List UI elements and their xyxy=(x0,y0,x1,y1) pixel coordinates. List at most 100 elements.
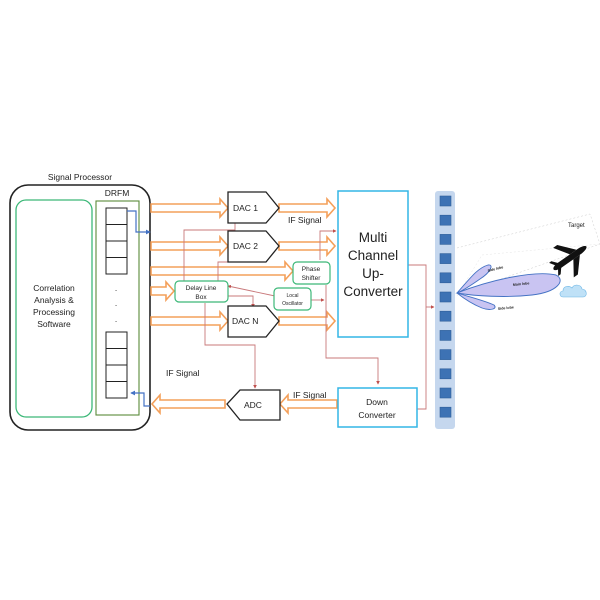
drfm-cell-bottom xyxy=(105,348,128,366)
down-converter: Down Converter xyxy=(337,387,418,428)
signal-processor-title: Signal Processor xyxy=(48,172,112,182)
antenna-element xyxy=(439,387,452,399)
delay-line-text-1: Delay Line xyxy=(186,285,217,292)
arrow-to-dac1 xyxy=(150,196,230,220)
adc: ADC xyxy=(226,389,281,421)
adc-label: ADC xyxy=(244,400,262,410)
antenna-array xyxy=(435,191,455,429)
drfm-ellipsis-2: · xyxy=(115,300,118,310)
lo-to-downconverter-line xyxy=(325,285,380,385)
delay-line-box: Delay Line Box xyxy=(174,280,229,303)
local-oscillator-text-1: Local xyxy=(287,293,299,299)
down-converter-text-2: Converter xyxy=(358,410,395,420)
antenna-element xyxy=(439,406,452,418)
target-label: Target xyxy=(568,223,585,229)
dac-n-label: DAC N xyxy=(232,316,258,326)
antenna-element xyxy=(439,253,452,264)
dac-2-label: DAC 2 xyxy=(233,241,258,251)
dac-n: DAC N xyxy=(227,305,280,338)
arrow-dac2-to-upconverter xyxy=(278,234,337,258)
up-converter-frame xyxy=(337,190,409,338)
beam-region-outline xyxy=(456,213,600,291)
arrow-downconverter-to-adc xyxy=(278,392,338,416)
drfm-cell-top xyxy=(105,207,128,225)
drfm-title: DRFM xyxy=(105,188,130,198)
side-lobe-lower-label: Side lobe xyxy=(498,305,514,311)
antenna-element xyxy=(439,272,452,284)
cloud-icon xyxy=(559,284,587,298)
side-lobe-lower xyxy=(456,292,496,310)
dac-2: DAC 2 xyxy=(227,230,280,263)
phase-shifter-frame xyxy=(292,261,331,285)
arrow-dacn-to-upconverter xyxy=(278,309,337,333)
software-line-3: Processing xyxy=(33,307,75,317)
drfm-memory-cells xyxy=(105,207,128,399)
antenna-element xyxy=(439,291,452,303)
antenna-element xyxy=(439,368,452,380)
drfm-output-wire xyxy=(127,210,151,235)
side-lobe-upper-label: Side lobe xyxy=(487,265,503,273)
adc-shape xyxy=(226,389,281,421)
drfm-cell-top xyxy=(105,257,128,275)
arrow-dac1-to-upconverter xyxy=(278,196,337,220)
beam-region-outline-2 xyxy=(456,243,600,297)
phase-shifter: Phase Shifter xyxy=(292,261,331,285)
drfm-cell-bottom xyxy=(105,331,128,349)
antenna-element xyxy=(439,310,452,322)
software-line-2: Analysis & xyxy=(34,295,74,305)
antenna-elements xyxy=(439,195,452,418)
main-lobe-label: Main lobe xyxy=(513,281,530,287)
antenna-element xyxy=(439,195,452,207)
delay-to-dac1-line xyxy=(183,219,237,287)
arrow-to-phase-shifter xyxy=(150,259,295,283)
up-converter-text-2: Channel xyxy=(348,248,398,263)
software-line-1: Correlation xyxy=(33,283,75,293)
multi-channel-up-converter: Multi Channel Up- Converter xyxy=(337,190,409,338)
lo-to-delay-line xyxy=(227,284,276,297)
if-signal-label-left: IF Signal xyxy=(166,368,200,378)
drfm-cell-top xyxy=(105,224,128,242)
array-feed-bus-line xyxy=(408,264,427,410)
signal-processor: Signal Processor Correlation Analysis & … xyxy=(9,172,151,431)
drfm-cell-bottom xyxy=(105,381,128,399)
dac-n-shape xyxy=(227,305,280,338)
phase-shifter-text-1: Phase xyxy=(302,266,321,273)
antenna-element xyxy=(439,349,452,360)
main-lobe xyxy=(455,273,561,297)
beam-pattern: Side lobe Main lobe Side lobe xyxy=(455,213,600,311)
antenna-element xyxy=(439,330,452,341)
delay-line-text-2: Box xyxy=(195,294,207,301)
drfm-ellipsis-3: · xyxy=(115,316,118,326)
local-oscillator-text-2: Oscillator xyxy=(282,301,303,307)
arrow-adc-to-processor xyxy=(150,392,226,416)
delay-to-adc-line xyxy=(204,303,257,389)
control-lines xyxy=(183,219,435,410)
signal-arrows xyxy=(150,196,338,416)
local-oscillator: Local Oscillator xyxy=(273,287,312,311)
arrow-to-dacn xyxy=(150,309,230,333)
up-converter-text-4: Converter xyxy=(343,284,403,299)
dac-1-shape xyxy=(227,191,280,224)
arrow-to-delay-line xyxy=(150,279,176,303)
up-converter-text-1: Multi xyxy=(359,230,388,245)
dac-1: DAC 1 xyxy=(227,191,280,224)
if-signal-label-bottom: IF Signal xyxy=(293,390,327,400)
aircraft-icon xyxy=(549,244,587,278)
software-block xyxy=(15,199,93,418)
dac-1-label: DAC 1 xyxy=(233,203,258,213)
up-converter-text-3: Up- xyxy=(362,266,384,281)
drfm-ellipsis-1: · xyxy=(115,285,118,295)
delay-to-dacn-line xyxy=(222,295,255,308)
down-converter-frame xyxy=(337,387,418,428)
down-converter-text-1: Down xyxy=(366,397,388,407)
drfm-cell-top xyxy=(105,240,128,258)
delay-line-box-frame xyxy=(174,280,229,303)
drfm-cell-bottom xyxy=(105,364,128,382)
dac-2-shape xyxy=(227,230,280,263)
if-signal-label-top: IF Signal xyxy=(288,215,322,225)
antenna-element xyxy=(439,234,452,245)
local-oscillator-frame xyxy=(273,287,312,311)
phase-shifter-to-upconverter-line xyxy=(319,229,337,260)
side-lobe-upper xyxy=(456,264,492,294)
